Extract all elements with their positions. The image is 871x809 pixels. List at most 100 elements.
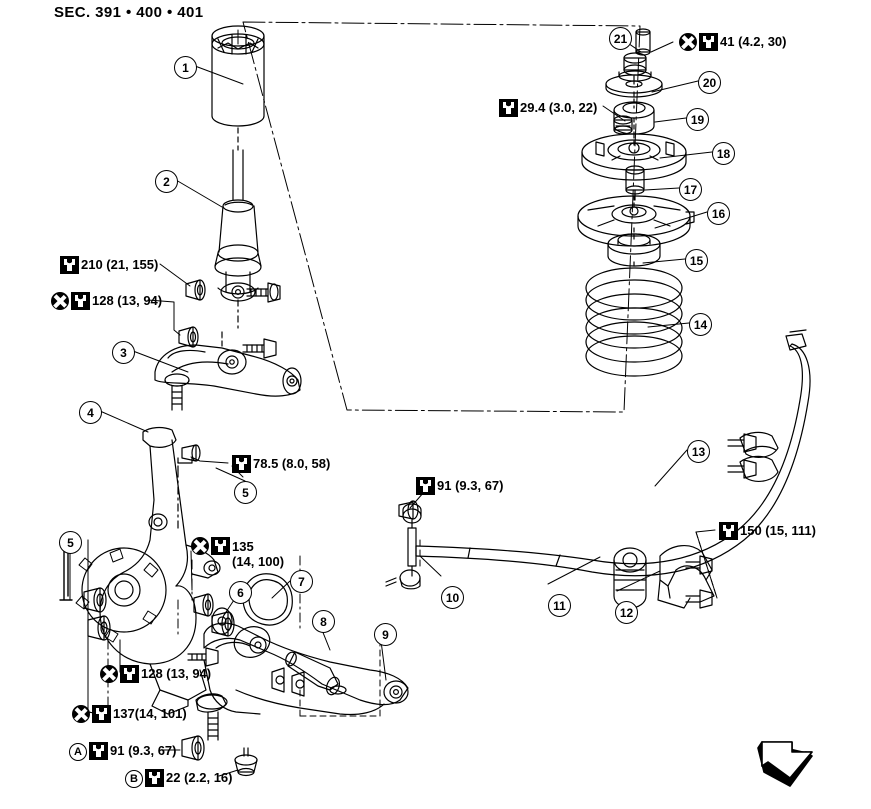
torque-spec-value: 29.4 (3.0, 22) bbox=[520, 100, 598, 115]
part-1-dust-cover bbox=[211, 25, 265, 127]
spec-leader-2 bbox=[159, 263, 191, 287]
lower-arm-nut-B bbox=[234, 747, 258, 777]
x-circle-icon bbox=[51, 292, 69, 310]
torque-spec-value: 137(14, 101) bbox=[113, 706, 187, 721]
torque-spec-value: 210 (21, 155) bbox=[81, 257, 159, 272]
callout-leader-10 bbox=[419, 555, 442, 577]
torque-spec-spec-91-a: A 91 (9.3, 67) bbox=[69, 742, 177, 761]
callout-10: 10 bbox=[441, 586, 464, 609]
torque-spec-value: 150 (15, 111) bbox=[740, 523, 816, 538]
ref-letter-b-badge: B bbox=[125, 770, 143, 788]
callout-4: 4 bbox=[79, 401, 102, 424]
callout-1: 1 bbox=[174, 56, 197, 79]
callout-leader-15 bbox=[642, 258, 686, 264]
ref-letter-a-badge: A bbox=[69, 743, 87, 761]
upper-arm-stud bbox=[171, 385, 183, 411]
part-10-stabilizer-link bbox=[385, 503, 422, 590]
part-17-collar bbox=[625, 165, 645, 201]
mount-nut-29 bbox=[613, 115, 633, 135]
torque-spec-value: 135 (14, 100) bbox=[232, 539, 285, 569]
callout-13: 13 bbox=[687, 440, 710, 463]
part-14-coil-spring bbox=[585, 267, 683, 377]
torque-spec-spec-41: 41 (4.2, 30) bbox=[679, 33, 787, 51]
callout-21: 21 bbox=[609, 27, 632, 50]
torque-spec-value: 128 (13, 94) bbox=[141, 666, 212, 681]
callout-5: 5 bbox=[234, 481, 257, 504]
callout-7: 7 bbox=[290, 570, 313, 593]
part-6-washer bbox=[211, 607, 233, 635]
part-7-bushing-seal bbox=[242, 573, 293, 626]
lower-arm-nut-A bbox=[181, 735, 205, 761]
callout-3: 3 bbox=[112, 341, 135, 364]
x-circle-icon bbox=[100, 665, 118, 683]
x-circle-icon bbox=[191, 537, 209, 555]
spec-leader-3 bbox=[147, 299, 181, 336]
callout-5: 5 bbox=[59, 531, 82, 554]
torque-spec-spec-29-4: 29.4 (3.0, 22) bbox=[499, 99, 597, 117]
torque-spec-value: 91 (9.3, 67) bbox=[110, 743, 177, 758]
spec-leader-0 bbox=[650, 41, 674, 53]
strut-bolt-upper bbox=[246, 282, 281, 303]
torque-spec-value: 91 (9.3, 67) bbox=[437, 478, 504, 493]
part-12-stabilizer-clamp bbox=[657, 545, 715, 609]
callout-16: 16 bbox=[707, 202, 730, 225]
washer-78 bbox=[181, 444, 201, 462]
callout-14: 14 bbox=[689, 313, 712, 336]
callout-15: 15 bbox=[685, 249, 708, 272]
part-8-pin bbox=[285, 651, 341, 696]
torque-wrench-icon bbox=[71, 292, 90, 310]
callout-17: 17 bbox=[679, 178, 702, 201]
callout-leader-11 bbox=[547, 556, 601, 585]
stabilizer-mount-upper bbox=[727, 431, 779, 482]
torque-spec-value: 128 (13, 94) bbox=[92, 293, 163, 308]
part-4-steering-knuckle bbox=[75, 426, 221, 715]
part-9-lower-control-arm bbox=[195, 622, 409, 716]
torque-spec-spec-135: 135 (14, 100) bbox=[191, 537, 284, 569]
spec-leader-4 bbox=[190, 456, 229, 464]
spec-leader-1 bbox=[602, 105, 626, 122]
callout-leader-4 bbox=[215, 467, 246, 482]
torque-spec-spec-137: 137(14, 101) bbox=[72, 705, 187, 723]
wheel-bearing-nut bbox=[83, 587, 107, 613]
callout-6: 6 bbox=[229, 581, 252, 604]
torque-wrench-icon bbox=[719, 522, 738, 540]
torque-wrench-icon bbox=[60, 256, 79, 274]
torque-spec-spec-128-a: 128 (13, 94) bbox=[51, 292, 162, 310]
torque-spec-spec-91-r: 91 (9.3, 67) bbox=[416, 477, 504, 495]
callout-leader-13 bbox=[654, 449, 688, 487]
callout-19: 19 bbox=[686, 108, 709, 131]
torque-spec-spec-128-b: 128 (13, 94) bbox=[100, 665, 211, 683]
part-3-upper-control-arm bbox=[154, 344, 302, 397]
callout-leader-3 bbox=[99, 410, 149, 433]
callout-leader-16 bbox=[654, 211, 708, 229]
callout-11: 11 bbox=[548, 594, 571, 617]
torque-wrench-icon bbox=[89, 742, 108, 760]
torque-spec-value: 41 (4.2, 30) bbox=[720, 34, 787, 49]
x-circle-icon bbox=[72, 705, 90, 723]
callout-20: 20 bbox=[698, 71, 721, 94]
torque-wrench-icon bbox=[92, 705, 111, 723]
torque-spec-spec-210: 210 (21, 155) bbox=[60, 256, 158, 274]
callout-leader-12 bbox=[616, 570, 661, 592]
part-11-bushing bbox=[613, 547, 647, 609]
knuckle-bolt bbox=[187, 647, 219, 667]
torque-wrench-icon bbox=[120, 665, 139, 683]
callout-leader-18 bbox=[659, 151, 713, 159]
torque-wrench-icon bbox=[232, 455, 251, 473]
callout-9: 9 bbox=[374, 623, 397, 646]
callout-8: 8 bbox=[312, 610, 335, 633]
callout-leader-0 bbox=[194, 65, 244, 85]
assembly-group-box bbox=[242, 21, 641, 413]
front-direction-arrow-icon bbox=[757, 741, 813, 787]
callout-leader-17 bbox=[644, 187, 680, 191]
page-title: SEC. 391 • 400 • 401 bbox=[54, 4, 204, 21]
callout-leader-14 bbox=[647, 322, 690, 328]
callout-leader-20 bbox=[651, 80, 699, 93]
torque-spec-value: 78.5 (8.0, 58) bbox=[253, 456, 331, 471]
alignment-centerlines bbox=[107, 555, 301, 713]
strut-nut-210 bbox=[185, 279, 206, 301]
x-circle-icon bbox=[679, 33, 697, 51]
callout-12: 12 bbox=[615, 601, 638, 624]
